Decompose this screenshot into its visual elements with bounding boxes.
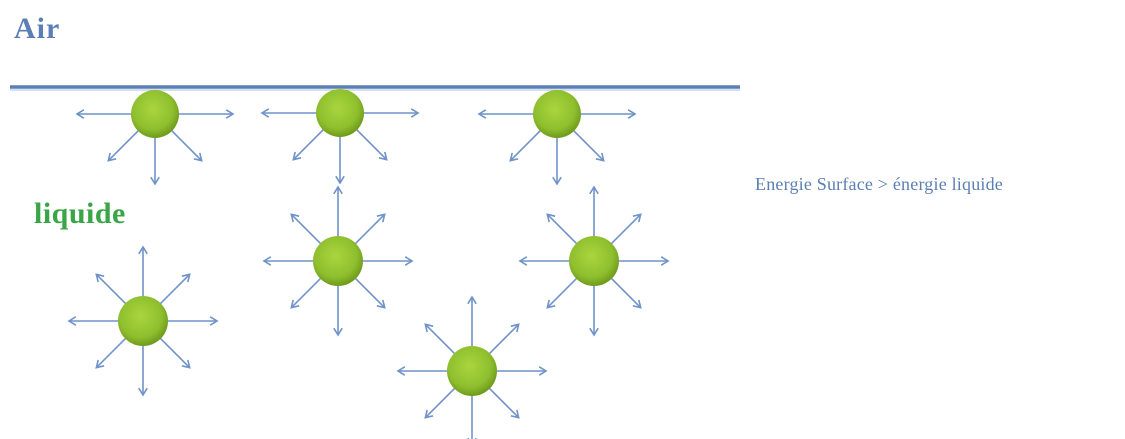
force-arrow-head — [376, 299, 386, 309]
molecule-ball — [447, 346, 497, 396]
force-arrow-head — [262, 256, 272, 266]
molecule-ball — [131, 90, 179, 138]
surface-molecule-2 — [260, 89, 420, 185]
force-arrow-head — [193, 152, 203, 162]
force-arrow-head — [424, 323, 434, 333]
force-arrow-head — [67, 316, 77, 326]
surface-molecule-3 — [477, 90, 637, 186]
force-arrow-head — [181, 359, 191, 369]
force-arrow-head — [627, 109, 637, 119]
force-arrow-head — [404, 256, 414, 266]
force-arrow-head — [107, 152, 117, 162]
force-arrow-head — [225, 109, 235, 119]
molecule-ball — [313, 236, 363, 286]
force-arrow-head — [378, 151, 388, 161]
force-arrow-head — [509, 152, 519, 162]
force-arrow-head — [95, 359, 105, 369]
molecule-ball — [569, 236, 619, 286]
surface-molecule-1 — [75, 90, 235, 186]
force-arrow-head — [595, 152, 605, 162]
liquid-label: liquide — [34, 197, 126, 230]
force-arrow-head — [467, 295, 477, 305]
force-arrow-head — [333, 327, 343, 337]
force-arrow-head — [150, 176, 160, 186]
force-arrow-head — [396, 366, 406, 376]
force-arrow-head — [552, 176, 562, 186]
force-arrow-head — [290, 299, 300, 309]
force-arrow-head — [75, 109, 85, 119]
air-label: Air — [14, 12, 61, 45]
force-arrow-head — [290, 213, 300, 223]
force-arrow-head — [632, 299, 642, 309]
force-arrow-head — [477, 109, 487, 119]
force-arrow-head — [335, 175, 345, 185]
force-arrow-head — [538, 366, 548, 376]
force-arrow-head — [546, 213, 556, 223]
bulk-molecule-3 — [67, 245, 219, 397]
force-arrow-head — [333, 185, 343, 195]
force-arrow-head — [376, 213, 386, 223]
bulk-molecule-2 — [518, 185, 670, 337]
force-arrow-head — [410, 108, 420, 118]
molecule-ball — [533, 90, 581, 138]
force-arrow-head — [260, 108, 270, 118]
molecules-layer — [67, 89, 670, 439]
molecule-ball — [118, 296, 168, 346]
force-arrow-head — [138, 245, 148, 255]
bulk-molecule-4 — [396, 295, 548, 439]
force-arrow-head — [660, 256, 670, 266]
force-arrow-head — [292, 151, 302, 161]
force-arrow-head — [510, 323, 520, 333]
force-arrow-head — [546, 299, 556, 309]
molecule-ball — [316, 89, 364, 137]
force-arrow-head — [138, 387, 148, 397]
energy-label: Energie Surface > énergie liquide — [755, 174, 1003, 194]
force-arrow-head — [632, 213, 642, 223]
force-arrow-head — [181, 273, 191, 283]
force-arrow-head — [518, 256, 528, 266]
force-arrow-head — [589, 327, 599, 337]
force-arrow-head — [209, 316, 219, 326]
bulk-molecule-1 — [262, 185, 414, 337]
force-arrow-head — [95, 273, 105, 283]
force-arrow-head — [589, 185, 599, 195]
force-arrow-head — [424, 409, 434, 419]
force-arrow-head — [510, 409, 520, 419]
